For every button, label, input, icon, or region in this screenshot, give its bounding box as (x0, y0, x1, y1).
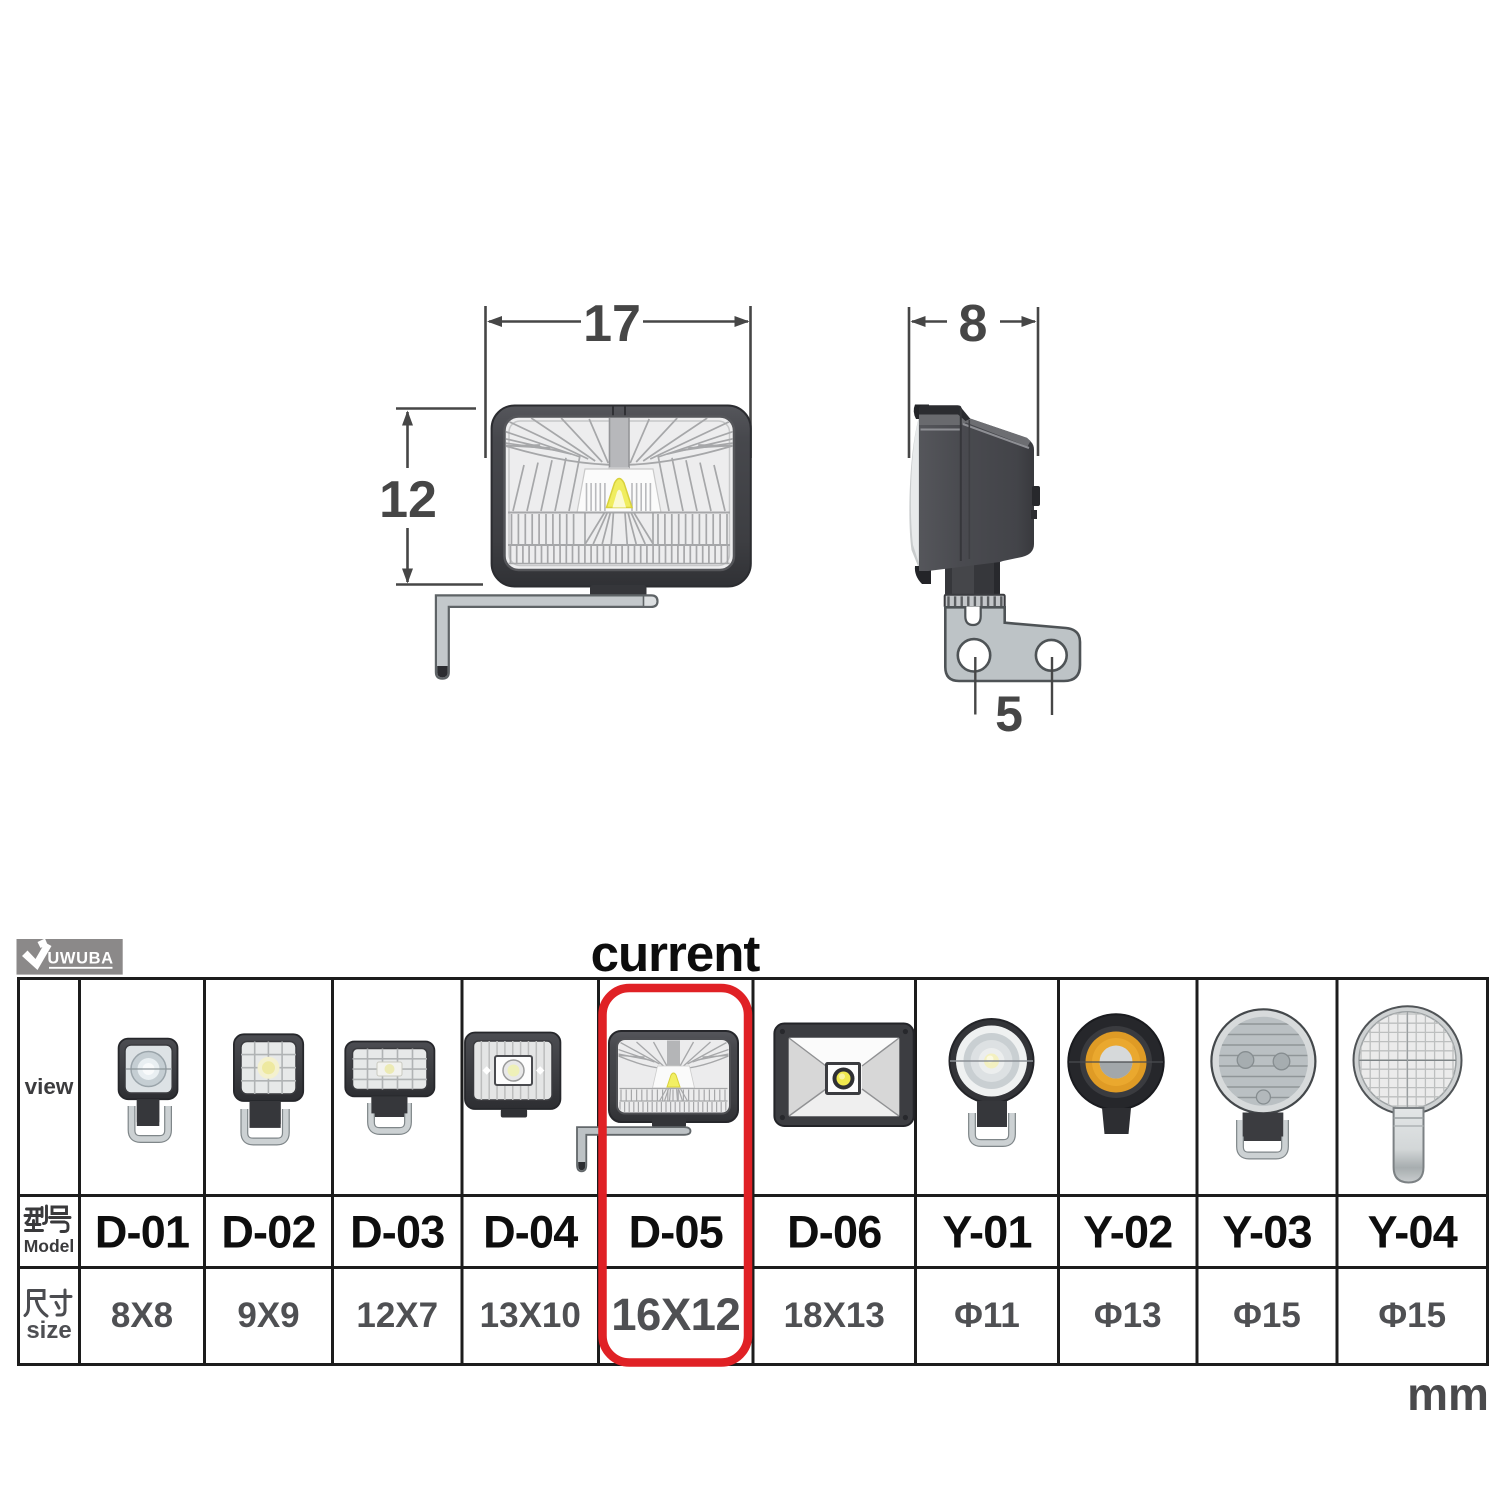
svg-text:13X10: 13X10 (480, 1296, 581, 1335)
svg-text:D-04: D-04 (483, 1207, 578, 1258)
svg-text:view: view (25, 1074, 74, 1099)
svg-text:Y-01: Y-01 (942, 1207, 1031, 1258)
svg-text:Φ15: Φ15 (1378, 1296, 1446, 1335)
svg-text:D-06: D-06 (787, 1207, 881, 1258)
svg-text:Φ11: Φ11 (954, 1296, 1020, 1335)
svg-text:5: 5 (995, 686, 1023, 742)
svg-text:8X8: 8X8 (111, 1296, 173, 1335)
svg-text:Y-04: Y-04 (1368, 1207, 1458, 1258)
svg-text:Y-03: Y-03 (1222, 1207, 1311, 1258)
svg-text:Φ15: Φ15 (1233, 1296, 1301, 1335)
svg-text:D-01: D-01 (95, 1207, 189, 1258)
svg-text:12X7: 12X7 (356, 1296, 438, 1335)
svg-text:18X13: 18X13 (784, 1296, 885, 1335)
svg-text:Model: Model (24, 1236, 75, 1256)
svg-text:size: size (26, 1317, 71, 1344)
svg-text:Y-02: Y-02 (1083, 1207, 1172, 1258)
svg-text:9X9: 9X9 (237, 1296, 299, 1335)
svg-text:12: 12 (379, 471, 437, 529)
svg-text:mm: mm (1407, 1368, 1489, 1420)
svg-text:Φ13: Φ13 (1094, 1296, 1162, 1335)
svg-text:current: current (591, 925, 761, 982)
svg-text:17: 17 (583, 295, 641, 353)
svg-text:UWUBA: UWUBA (47, 950, 113, 968)
svg-text:D-02: D-02 (221, 1207, 315, 1258)
svg-text:8: 8 (959, 295, 988, 353)
svg-text:D-05: D-05 (629, 1207, 723, 1258)
svg-text:16X12: 16X12 (611, 1289, 740, 1340)
svg-text:D-03: D-03 (350, 1207, 444, 1258)
